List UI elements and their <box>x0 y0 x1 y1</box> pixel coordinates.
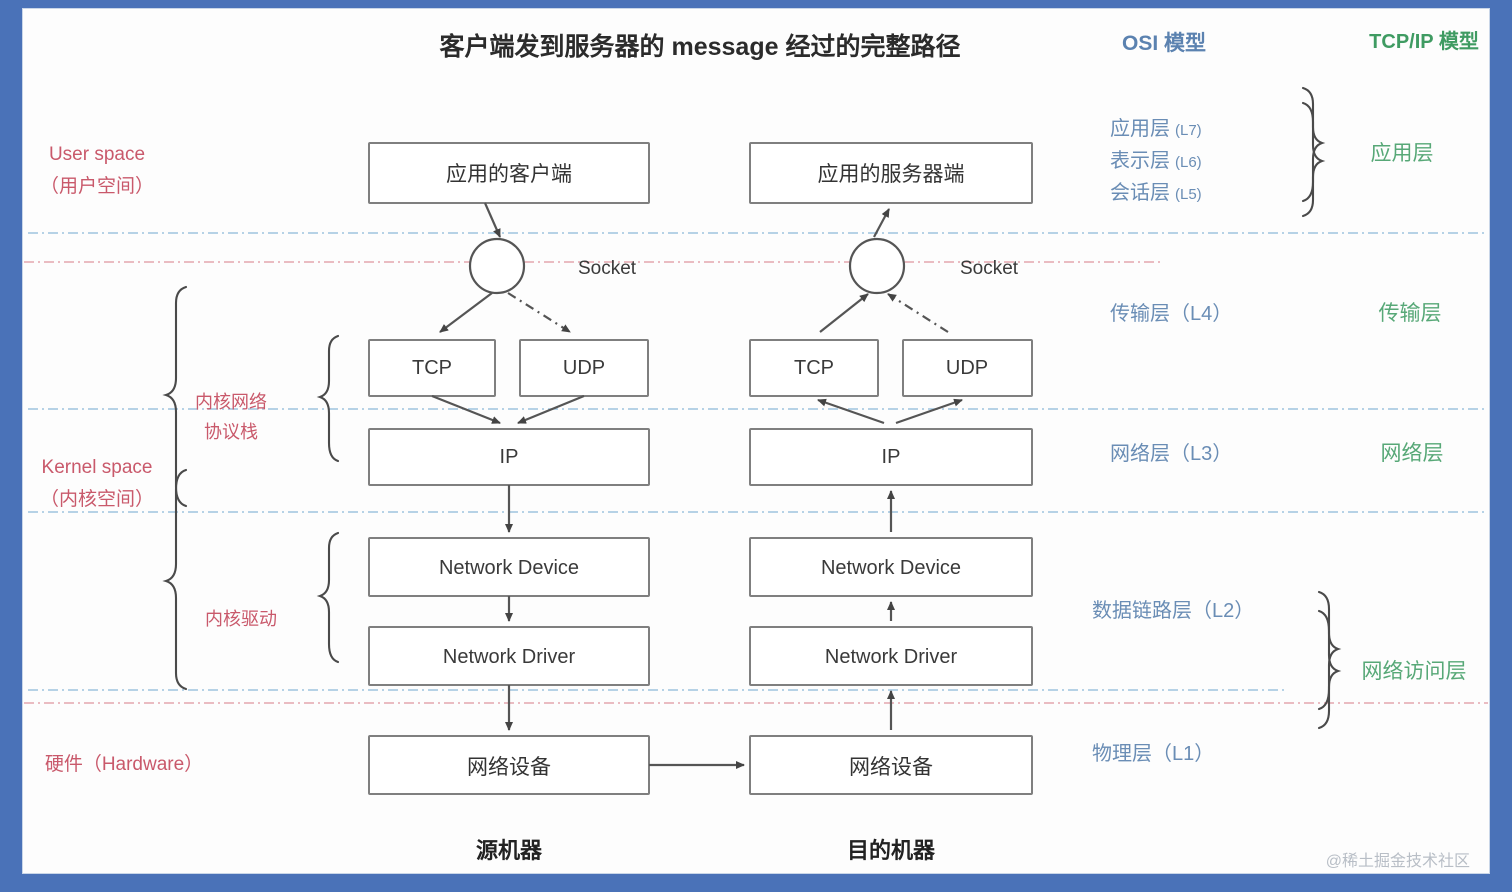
socket-source-circle[interactable] <box>468 237 526 295</box>
arrow-source-tcp-to-ip <box>431 394 501 425</box>
osi-layer-l7-code: (L7) <box>1175 122 1202 139</box>
osi-model-header: OSI 模型 <box>1122 31 1206 55</box>
box-destination-tcp[interactable] <box>749 339 879 397</box>
box-destination-ip-label: IP <box>882 446 901 468</box>
user-space-label-cn: （用户空间） <box>40 175 154 197</box>
box-destination-network-driver-label: Network Driver <box>825 646 958 668</box>
arrow-source-socket-to-tcp <box>439 292 493 333</box>
arrow-source-udp-to-ip <box>517 394 585 425</box>
box-destination-network-driver[interactable] <box>749 626 1033 686</box>
box-destination-app-label: 应用的服务器端 <box>818 163 965 186</box>
kernel-space-label-en: Kernel space <box>42 457 153 478</box>
box-source-app-label: 应用的客户端 <box>446 163 572 186</box>
box-source-app[interactable] <box>368 142 650 204</box>
box-destination-ip[interactable] <box>749 428 1033 486</box>
osi-layer-l6: 表示层 <box>1110 149 1170 172</box>
osi-layer-l4: 传输层（L4） <box>1110 302 1232 325</box>
column-source: 应用的客户端 Socket TCP UDP IP Network Device … <box>368 142 650 863</box>
box-source-network-driver-label: Network Driver <box>443 646 576 668</box>
box-source-ip-label: IP <box>500 446 519 468</box>
osi-layer-l7: 应用层 <box>1110 117 1170 140</box>
arrow-destination-ip-to-tcp <box>817 398 885 425</box>
box-destination-hardware-device-label: 网络设备 <box>849 756 933 779</box>
tcpip-network-access-brace-bottom <box>1317 609 1342 730</box>
tcpip-application-brace-bottom <box>1301 101 1326 218</box>
box-destination-udp[interactable] <box>902 339 1033 397</box>
osi-layer-l3: 网络层（L3） <box>1110 442 1232 465</box>
page-title: 客户端发到服务器的 message 经过的完整路径 <box>440 32 961 61</box>
osi-layer-l5: 会话层 <box>1110 181 1170 204</box>
box-source-network-device-label: Network Device <box>439 557 579 579</box>
user-space-label-en: User space <box>49 144 145 165</box>
box-destination-network-device[interactable] <box>749 537 1033 597</box>
socket-destination-label: Socket <box>960 258 1019 279</box>
arrow-destination-ip-to-udp <box>895 398 963 425</box>
box-destination-udp-label: UDP <box>946 357 988 379</box>
arrow-destination-tcp-to-socket <box>819 293 869 333</box>
osi-layer-l1: 物理层（L1） <box>1092 742 1214 765</box>
osi-layer-l5-code: (L5) <box>1175 186 1202 203</box>
kernel-net-stack-brace <box>316 334 340 463</box>
arrow-source-socket-to-udp <box>507 292 571 333</box>
tcpip-layer-network-access: 网络访问层 <box>1362 660 1467 683</box>
tcpip-layer-transport: 传输层 <box>1379 302 1442 325</box>
watermark: @稀土掘金技术社区 <box>1326 852 1470 870</box>
box-source-udp-label: UDP <box>563 357 605 379</box>
kernel-net-stack-label-line2: 协议栈 <box>204 422 258 442</box>
osi-layer-l6-code: (L6) <box>1175 154 1202 171</box>
kernel-space-brace-bottom <box>162 468 188 691</box>
kernel-driver-brace <box>316 531 340 664</box>
kernel-space-label-cn: （内核空间） <box>40 488 154 510</box>
machine-label-destination: 目的机器 <box>847 838 936 863</box>
tcpip-layer-application: 应用层 <box>1371 142 1434 165</box>
arrow-source-app-to-socket <box>483 202 502 238</box>
tcpip-model-header: TCP/IP 模型 <box>1369 29 1479 53</box>
kernel-space-brace-top <box>162 285 188 508</box>
column-destination: 应用的服务器端 Socket TCP UDP IP Network Device… <box>749 142 1033 863</box>
box-source-tcp-label: TCP <box>412 357 452 379</box>
machine-label-source: 源机器 <box>476 838 543 863</box>
kernel-net-stack-label-line1: 内核网络 <box>195 392 267 412</box>
arrow-destination-socket-to-app <box>873 208 890 238</box>
osi-layer-l2: 数据链路层（L2） <box>1092 599 1254 622</box>
box-source-hardware-device-label: 网络设备 <box>467 756 551 779</box>
box-destination-app[interactable] <box>749 142 1033 204</box>
tcpip-layer-network: 网络层 <box>1381 442 1444 465</box>
box-destination-network-device-label: Network Device <box>821 557 961 579</box>
kernel-driver-label: 内核驱动 <box>205 609 277 629</box>
socket-source-label: Socket <box>578 258 637 279</box>
box-destination-tcp-label: TCP <box>794 357 834 379</box>
box-destination-hardware-device[interactable] <box>749 735 1033 795</box>
arrow-destination-udp-to-socket <box>887 293 949 333</box>
socket-destination-circle[interactable] <box>848 237 906 295</box>
hardware-label: 硬件（Hardware） <box>45 753 203 775</box>
